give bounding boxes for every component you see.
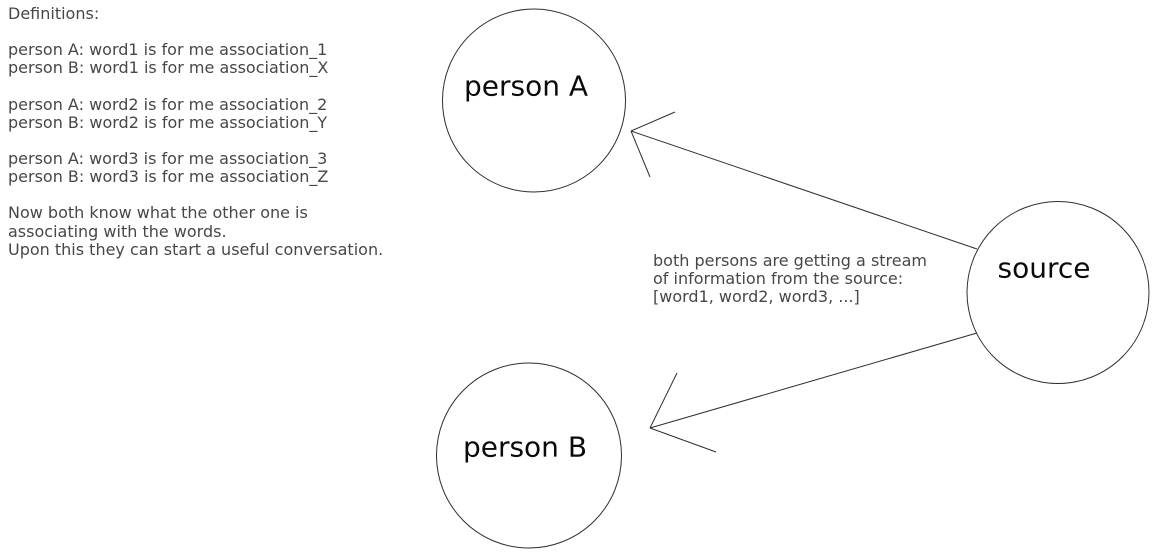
definition-pair-word1: person A: word1 is for me association_1 … — [8, 40, 329, 78]
arrow-shaft — [630, 130, 978, 250]
source-circle — [966, 201, 1150, 384]
definitions-conclusion: Now both know what the other one is asso… — [8, 203, 384, 259]
definitions-block: Definitions: person A: word1 is for me a… — [8, 4, 384, 277]
arrowhead-lower-wing — [630, 130, 651, 178]
person-a-label: person A — [463, 69, 589, 103]
person-b-label: person B — [462, 430, 588, 464]
stream-annotation: both persons are getting a stream of inf… — [653, 251, 928, 307]
arrowhead-upper-wing — [630, 111, 676, 132]
person-b-circle — [436, 362, 622, 549]
arrowhead-upper-wing — [649, 372, 678, 429]
arrow-shaft — [649, 332, 978, 429]
definitions-title: Definitions: — [8, 4, 100, 23]
arrow-source-to-person-b — [649, 332, 978, 453]
source-label: source — [997, 251, 1091, 285]
arrow-source-to-person-a — [630, 111, 978, 250]
definition-pair-word2: person A: word2 is for me association_2 … — [8, 94, 328, 132]
person-a-circle — [442, 8, 626, 193]
definition-pair-word3: person A: word3 is for me association_3 … — [8, 149, 329, 187]
arrowhead-lower-wing — [649, 427, 717, 453]
